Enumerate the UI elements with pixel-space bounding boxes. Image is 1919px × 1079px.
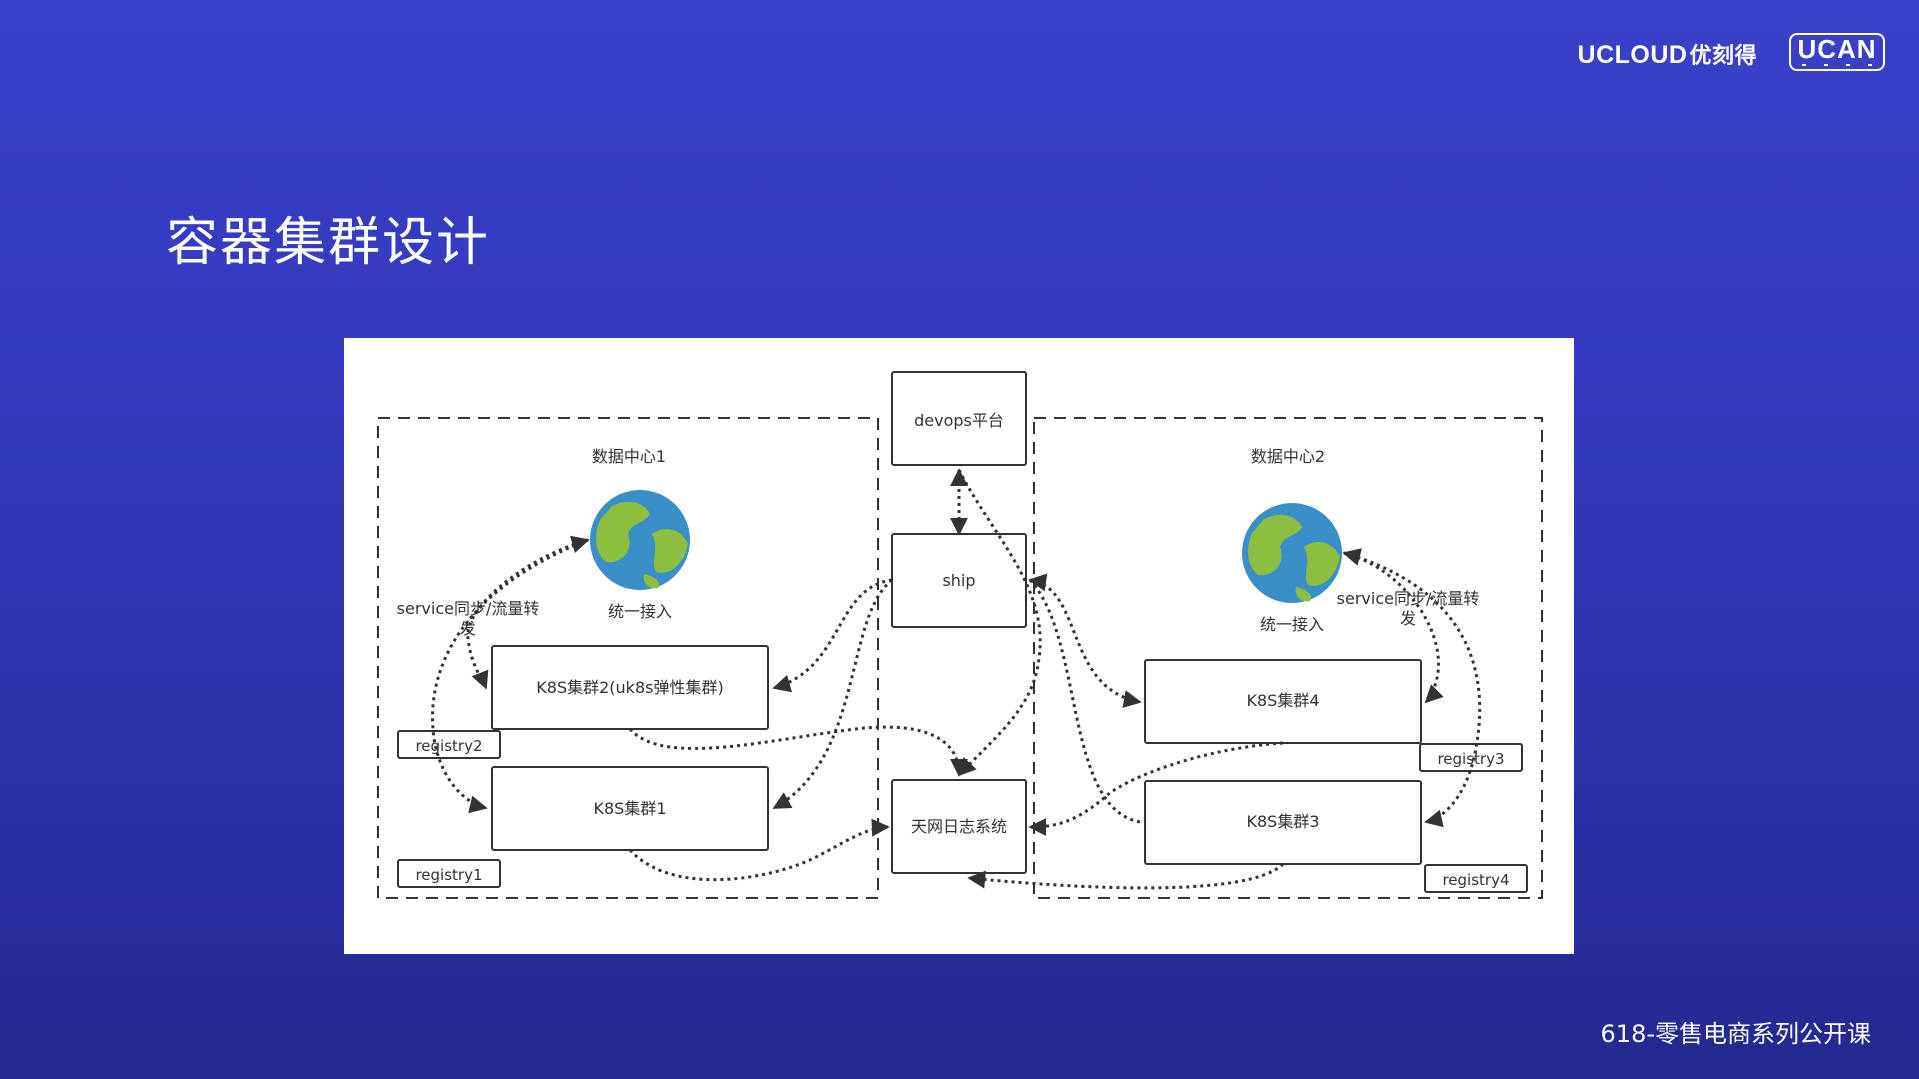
k8s-cluster1-label: K8S集群1 <box>593 799 666 818</box>
ucan-logo: UCAN <box>1789 33 1885 71</box>
architecture-diagram: 数据中心1 数据中心2 devops平台 ship 天网日志系统 K8S集群2(… <box>344 338 1574 954</box>
registry4-label: registry4 <box>1442 871 1509 889</box>
globe-icon <box>590 490 690 590</box>
connector-dc1-globe-cluster1 <box>431 538 589 814</box>
datacenter2-label: 数据中心2 <box>1251 447 1325 466</box>
connector-ship-cluster4 <box>1028 573 1142 708</box>
k8s-cluster3-label: K8S集群3 <box>1246 812 1319 831</box>
dc2-sync-label-line1: service同步/流量转 <box>1337 589 1480 608</box>
registry1-tag <box>397 859 501 888</box>
diagram-canvas: 数据中心1 数据中心2 devops平台 ship 天网日志系统 K8S集群2(… <box>377 371 1543 899</box>
dc2-sync-label-line2: 发 <box>1400 609 1416 628</box>
registry3-label: registry3 <box>1437 750 1504 768</box>
devops-platform-box <box>891 371 1027 466</box>
k8s-cluster2-label: K8S集群2(uk8s弹性集群) <box>536 678 723 697</box>
globe-icon <box>1242 503 1342 603</box>
connector-cluster2-log <box>628 725 968 777</box>
connector-ship-cluster1 <box>772 578 893 810</box>
ucloud-logo-cn: 优刻得 <box>1689 44 1757 69</box>
devops-platform-label: devops平台 <box>914 411 1004 430</box>
connector-ship-cluster3 <box>1028 578 1141 824</box>
log-system-label: 天网日志系统 <box>911 817 1007 836</box>
connector-cluster4-log <box>1028 741 1284 836</box>
datacenter1-label: 数据中心1 <box>592 447 666 466</box>
connector-ship-cluster2 <box>772 578 893 693</box>
ucloud-logo-text: UCLOUD <box>1577 41 1688 69</box>
ship-label: ship <box>942 571 975 590</box>
k8s-cluster4-label: K8S集群4 <box>1246 691 1319 710</box>
connector-devops-log <box>957 469 1042 777</box>
ucan-logo-dots <box>1791 64 1883 67</box>
log-system-box <box>891 779 1027 874</box>
ucloud-logo: UCLOUD优刻得 <box>1578 38 1757 70</box>
connector-cluster3-log <box>967 862 1285 890</box>
connector-dc1-globe-cluster2 <box>466 535 590 690</box>
registry2-label: registry2 <box>415 737 482 755</box>
connector-lines <box>431 468 1482 890</box>
registry2-tag <box>397 730 501 759</box>
dc1-sync-label-line1: service同步/流量转 <box>397 599 540 618</box>
datacenter2-region <box>1033 417 1543 899</box>
dc1-access-label: 统一接入 <box>608 602 672 621</box>
connector-cluster1-log <box>628 818 890 882</box>
ucan-logo-text: UCAN <box>1797 34 1877 64</box>
dc2-access-label: 统一接入 <box>1260 615 1324 634</box>
registry4-tag <box>1424 864 1528 893</box>
course-footer: 618-零售电商系列公开课 <box>1600 1020 1871 1048</box>
registry1-label: registry1 <box>415 866 482 884</box>
datacenter1-region <box>377 417 879 899</box>
registry3-tag <box>1419 743 1523 772</box>
connector-dc2-globe-cluster3 <box>1343 551 1482 828</box>
page-title: 容器集群设计 <box>166 213 491 273</box>
connector-dc2-globe-cluster4 <box>1342 548 1444 704</box>
